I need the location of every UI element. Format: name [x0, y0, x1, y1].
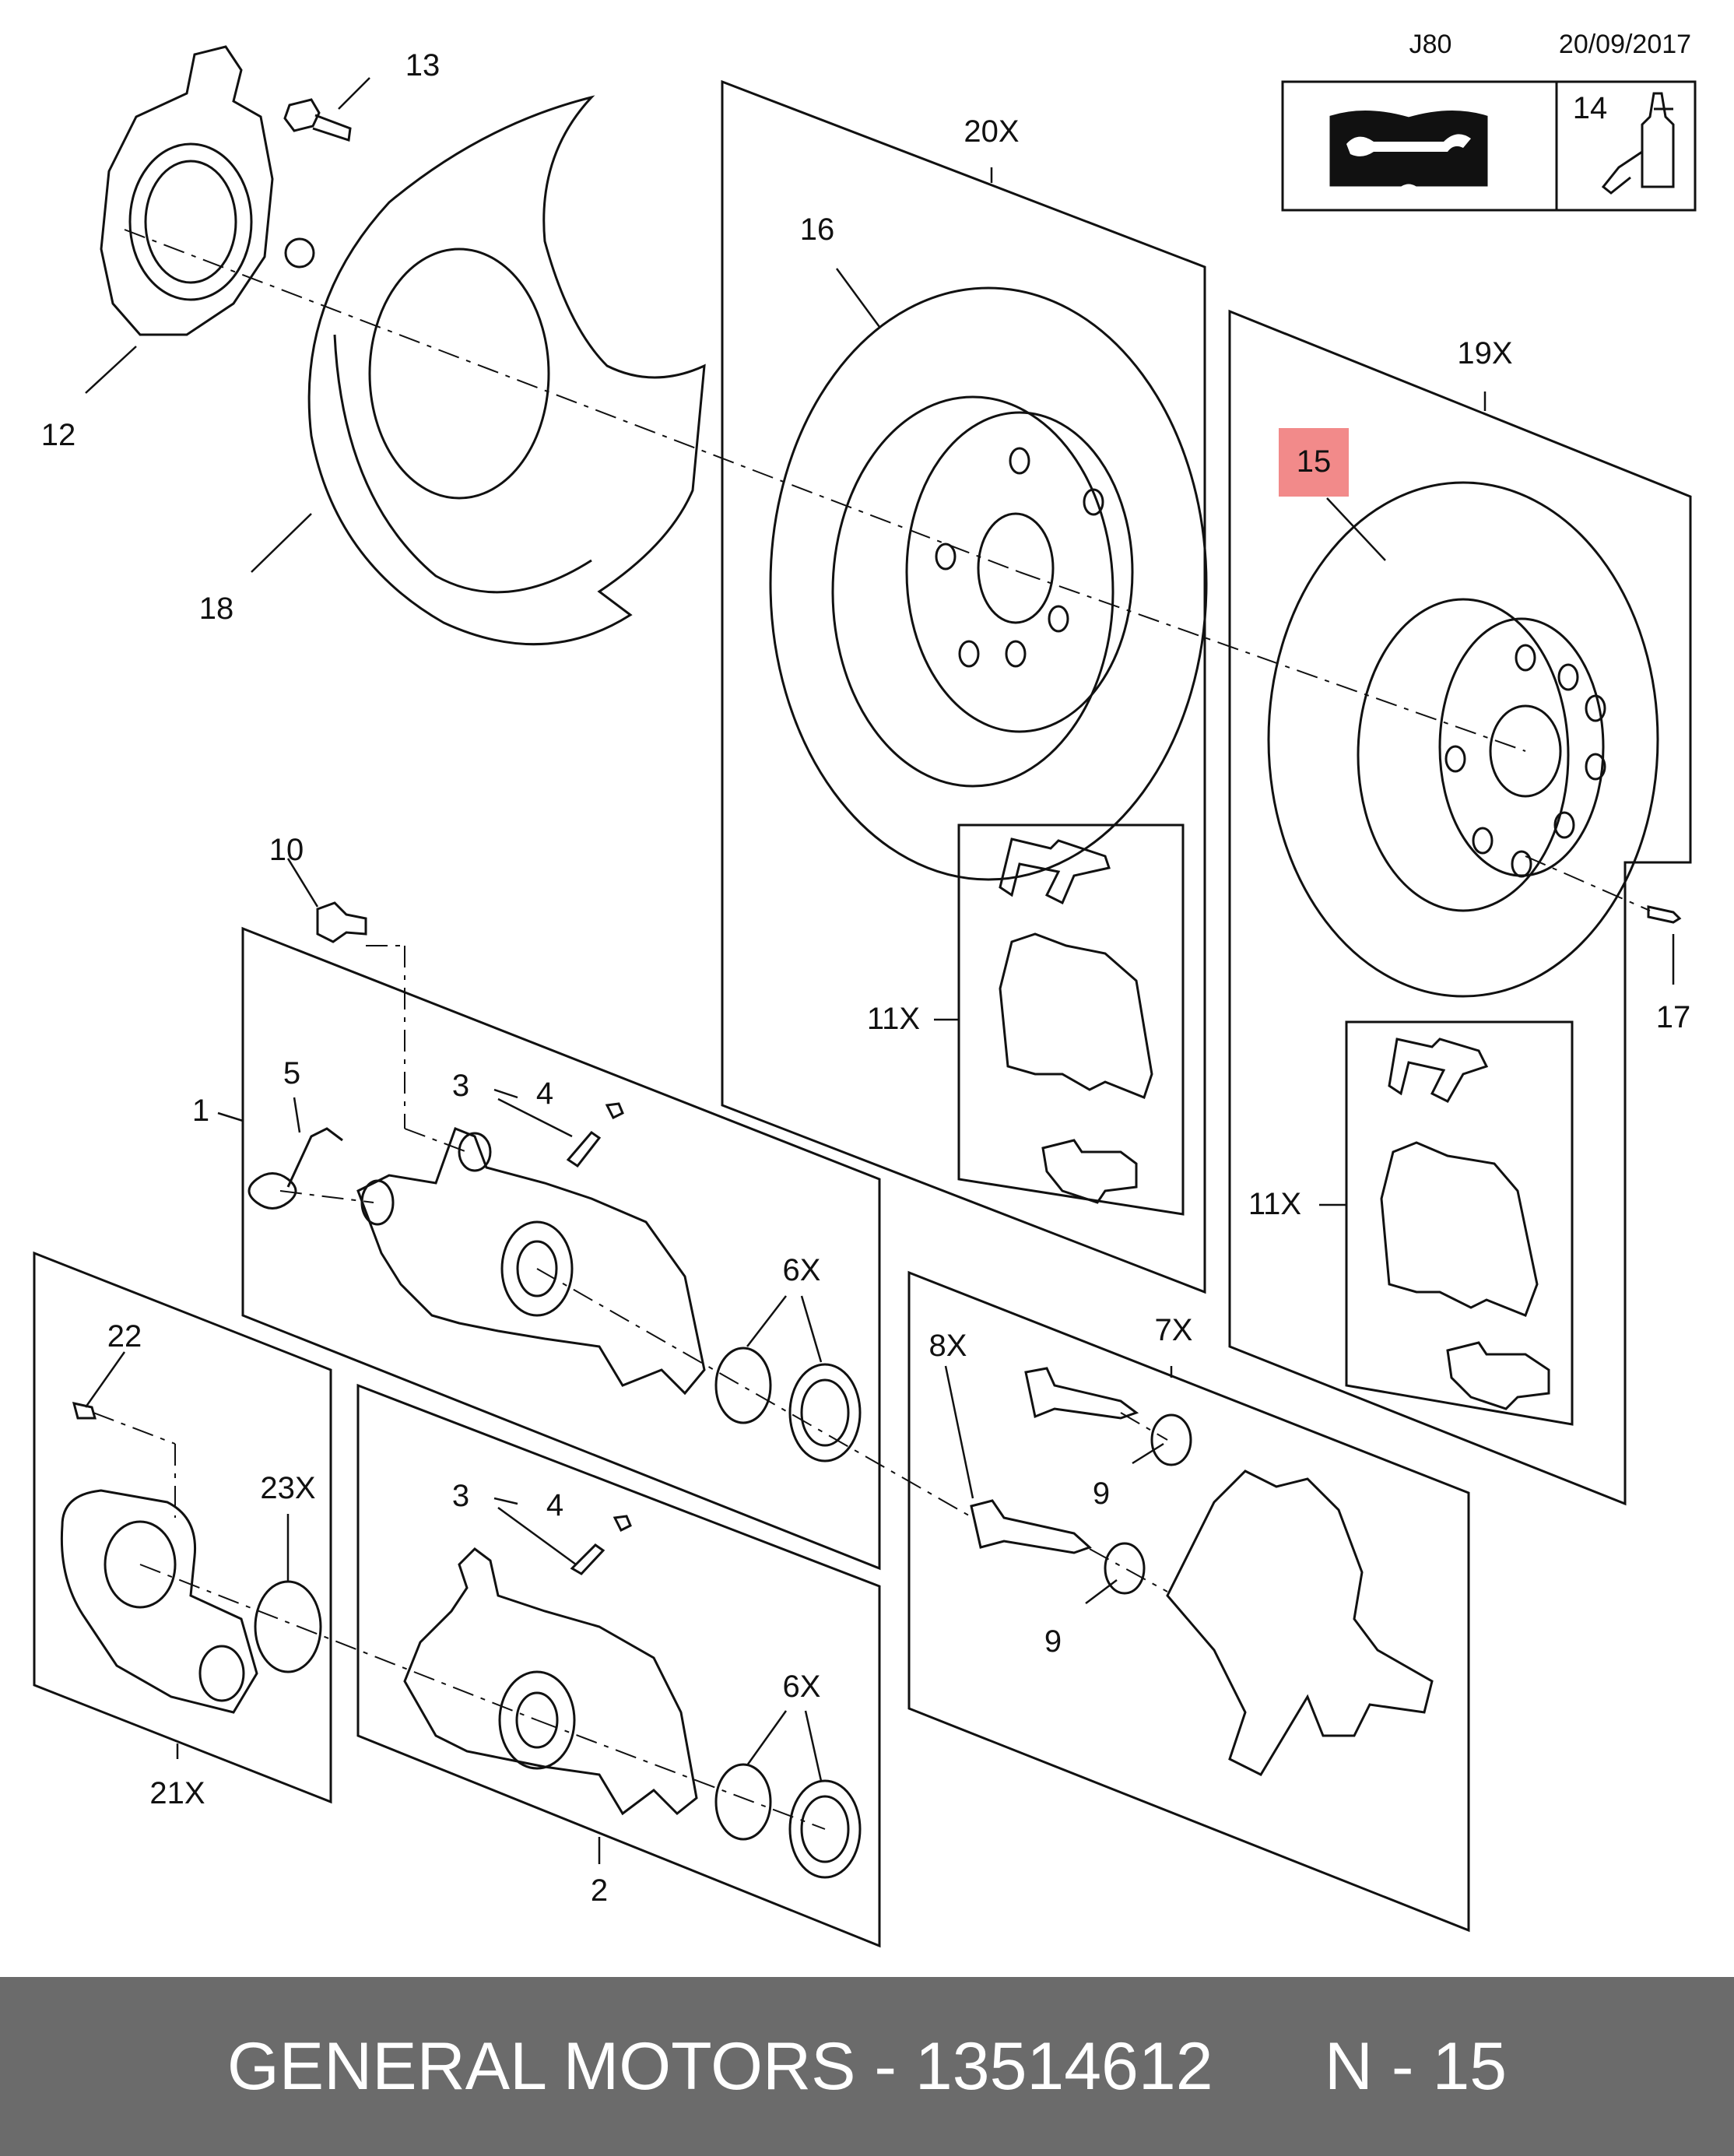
callout-8x: 8X	[929, 1329, 967, 1363]
bracket-box-7x	[907, 1270, 1470, 1933]
callout-3-lower: 3	[452, 1479, 469, 1513]
callout-4-upper: 4	[536, 1076, 553, 1111]
caliper-bolt	[316, 901, 367, 943]
o-ring	[254, 1580, 322, 1673]
disc-screw	[1647, 905, 1682, 924]
brake-disc-16	[769, 286, 1208, 881]
kit-box-19x	[1228, 309, 1692, 1506]
callout-3-upper: 3	[452, 1069, 469, 1103]
callout-15: 15	[1297, 444, 1332, 479]
footer-bar: GENERAL MOTORS - 13514612 N - 15	[0, 1977, 1734, 2156]
diagram-date: 20/09/2017	[1559, 30, 1691, 59]
leader-lines	[84, 77, 1675, 1864]
caliper-box-2	[356, 1383, 881, 1948]
steering-knuckle	[100, 45, 315, 336]
caliper-box-1	[241, 926, 881, 1571]
callout-23x: 23X	[260, 1471, 315, 1505]
brake-pads-left	[999, 837, 1153, 1204]
assembly-axes	[93, 229, 1651, 1830]
callout-11x-left: 11X	[867, 1002, 920, 1036]
sealant-bottle-icon	[1601, 92, 1675, 195]
callout-19x: 19X	[1457, 336, 1512, 370]
legend-box	[1281, 80, 1697, 212]
item-reference: N - 15	[1324, 2029, 1508, 2104]
callout-9-upper: 9	[1093, 1477, 1110, 1511]
callout-5: 5	[283, 1056, 300, 1090]
dust-shield	[307, 95, 706, 646]
knuckle-bolt	[283, 98, 352, 142]
footer-text: GENERAL MOTORS - 13514612 N - 15	[226, 2029, 1508, 2104]
callout-22: 22	[107, 1319, 142, 1354]
callout-14: 14	[1573, 91, 1608, 125]
callout-2: 2	[591, 1873, 608, 1908]
caliper-1	[247, 1127, 706, 1396]
callout-7x: 7X	[1155, 1313, 1193, 1347]
callout-12: 12	[41, 418, 76, 452]
callout-6x-lower: 6X	[783, 1670, 821, 1704]
piston-seals-lower	[714, 1763, 862, 1879]
callout-4-lower: 4	[546, 1488, 563, 1522]
callout-18: 18	[199, 592, 234, 626]
callout-20x: 20X	[964, 114, 1019, 149]
guide-pins	[970, 1367, 1139, 1554]
callout-13: 13	[405, 48, 441, 83]
exploded-parts-diagram: J80 20/09/2017 14 20X 16 19X 15 13 12 18…	[33, 30, 1697, 1948]
repair-manual-book-icon	[1329, 110, 1488, 187]
brand-name: GENERAL MOTORS	[226, 2029, 856, 2104]
guide-bushings	[1104, 1413, 1192, 1595]
pad-box-11x-right	[1345, 1020, 1574, 1426]
piston-seals-upper	[714, 1347, 862, 1462]
callout-21x: 21X	[149, 1776, 205, 1810]
highlight-item-15	[1279, 428, 1349, 497]
callout-9-lower: 9	[1044, 1624, 1062, 1659]
motor-box-21x	[33, 1251, 332, 1804]
part-number: 13514612	[914, 2029, 1213, 2104]
callout-17: 17	[1656, 1000, 1691, 1034]
motor-screw	[72, 1402, 97, 1420]
brake-pads-right	[1380, 1038, 1550, 1410]
kit-box-20x	[721, 79, 1206, 1294]
callout-1: 1	[192, 1094, 209, 1128]
caliper-bracket	[1166, 1470, 1434, 1776]
brake-disc-15	[1267, 481, 1659, 998]
bleed-screw-lower	[570, 1515, 632, 1575]
pad-box-11x-left	[957, 823, 1185, 1216]
parking-brake-motor	[60, 1489, 258, 1714]
bleed-screw-upper	[566, 1102, 624, 1168]
callout-16: 16	[800, 212, 835, 247]
callout-11x-right: 11X	[1248, 1187, 1301, 1221]
caliper-2	[403, 1547, 698, 1816]
diagram-code: J80	[1409, 30, 1452, 59]
callout-10: 10	[269, 833, 304, 867]
callout-6x-upper: 6X	[783, 1253, 821, 1287]
